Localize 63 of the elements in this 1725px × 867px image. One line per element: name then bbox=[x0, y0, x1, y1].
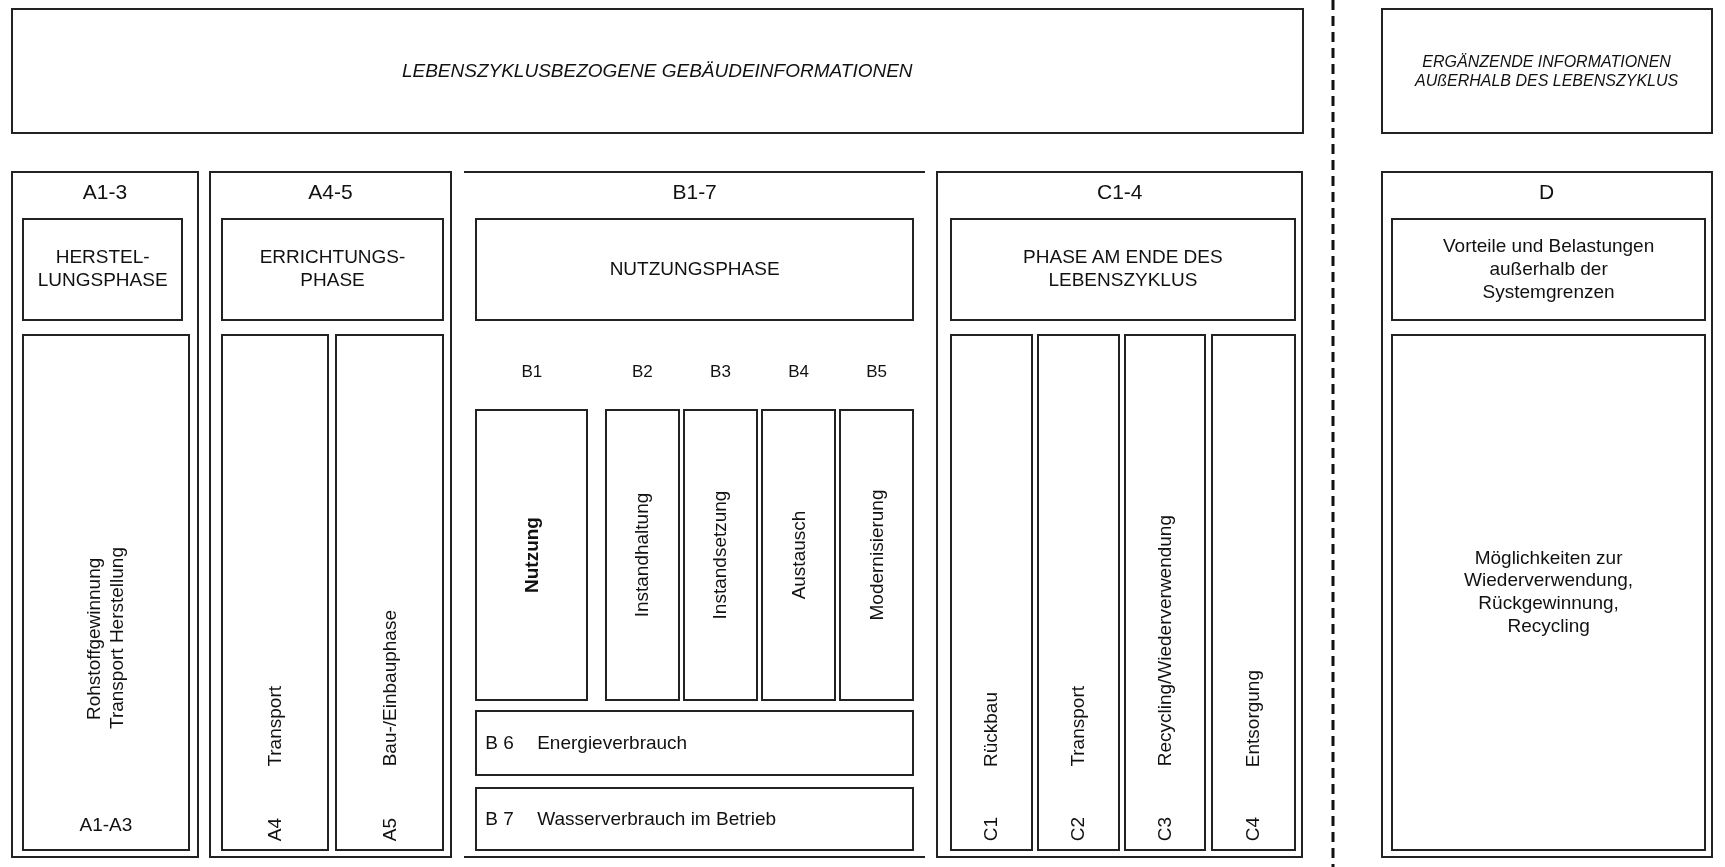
stage-label: Recycling/Wiederverwendung bbox=[1153, 515, 1176, 767]
stage-code: B1 bbox=[521, 361, 543, 382]
heading-text: ERGÄNZENDE INFORMATIONEN AUßERHALB DES LEBENSZYKLUS bbox=[1413, 51, 1680, 91]
stage-box bbox=[1210, 334, 1296, 852]
module-title: A1-3 bbox=[82, 178, 128, 204]
module-code: C3 bbox=[1153, 816, 1176, 842]
heading-text: LEBENSZYKLUSBEZOGENE GEBÄUDEINFORMATIONEN bbox=[401, 59, 913, 83]
stage-code: B5 bbox=[866, 361, 888, 382]
stage-box bbox=[335, 334, 445, 852]
stage-label: Rohstoffgewinnung Transport Herstellung bbox=[83, 546, 128, 732]
stage-label: Austausch bbox=[787, 510, 810, 600]
module-title: C1-4 bbox=[1097, 178, 1143, 204]
module-title: B1-7 bbox=[672, 178, 717, 204]
header-box bbox=[11, 7, 1304, 135]
stage-label: Energieverbrauch bbox=[537, 732, 688, 755]
stage-code: B4 bbox=[788, 361, 809, 382]
module-title: A4-5 bbox=[308, 178, 353, 204]
module-group bbox=[209, 170, 453, 858]
stage-box bbox=[1124, 334, 1207, 852]
module-code: C4 bbox=[1241, 816, 1264, 842]
stage-label: Modernisierung bbox=[865, 489, 888, 621]
stage-box bbox=[950, 334, 1033, 852]
phase-box bbox=[1391, 217, 1706, 321]
stage-label: Wasserverbrauch im Betrieb bbox=[537, 807, 777, 831]
module-group bbox=[936, 170, 1304, 858]
module-code: A1-A3 bbox=[79, 814, 133, 838]
stage-label: Bau-/Einbauphase bbox=[378, 610, 401, 767]
module-code: C2 bbox=[1066, 816, 1089, 842]
stage-label: Nutzung bbox=[520, 516, 543, 593]
phase-box bbox=[220, 217, 445, 321]
phase-label: HERSTEL- LUNGSPHASE bbox=[36, 246, 169, 293]
stage-label: Transport bbox=[263, 686, 286, 767]
module-title: D bbox=[1539, 178, 1555, 204]
stage-label: Rückbau bbox=[980, 691, 1003, 767]
stage-box bbox=[1391, 334, 1706, 852]
stage-label: Transport bbox=[1066, 686, 1089, 767]
phase-box bbox=[475, 217, 915, 321]
module-group bbox=[11, 170, 200, 858]
module-group bbox=[1380, 170, 1713, 858]
module-code: B 6 bbox=[485, 732, 514, 755]
module-code: C1 bbox=[980, 816, 1003, 842]
phase-label: Vorteile und Belastungen außerhalb der Systemgrenzen bbox=[1441, 235, 1656, 304]
phase-box bbox=[950, 217, 1296, 321]
stage-box bbox=[475, 710, 915, 777]
phase-label: Möglichkeiten zur Wiederverwendung, Rückgewinnung, Recycling bbox=[1463, 547, 1635, 639]
module-code: A4 bbox=[263, 817, 286, 842]
stage-code: B2 bbox=[632, 361, 653, 382]
stage-label: Instandhaltung bbox=[631, 492, 653, 618]
stage-box bbox=[475, 787, 915, 852]
stage-box bbox=[220, 334, 329, 852]
module-group bbox=[464, 170, 926, 858]
module-code: B 7 bbox=[485, 807, 514, 831]
stage-code: B3 bbox=[710, 361, 731, 382]
stage-label: Entsorgung bbox=[1241, 669, 1264, 767]
header-box bbox=[1380, 7, 1713, 135]
stage-box bbox=[21, 334, 191, 852]
module-code: A5 bbox=[378, 817, 401, 842]
stage-box bbox=[1037, 334, 1120, 852]
phase-label: ERRICHTUNGS- PHASE bbox=[258, 246, 407, 293]
stage-label: Instandsetzung bbox=[709, 490, 732, 620]
phase-label: NUTZUNGSPHASE bbox=[609, 257, 780, 281]
phase-label: PHASE AM ENDE DES LEBENSZYKLUS bbox=[1022, 246, 1224, 293]
phase-box bbox=[21, 217, 184, 321]
